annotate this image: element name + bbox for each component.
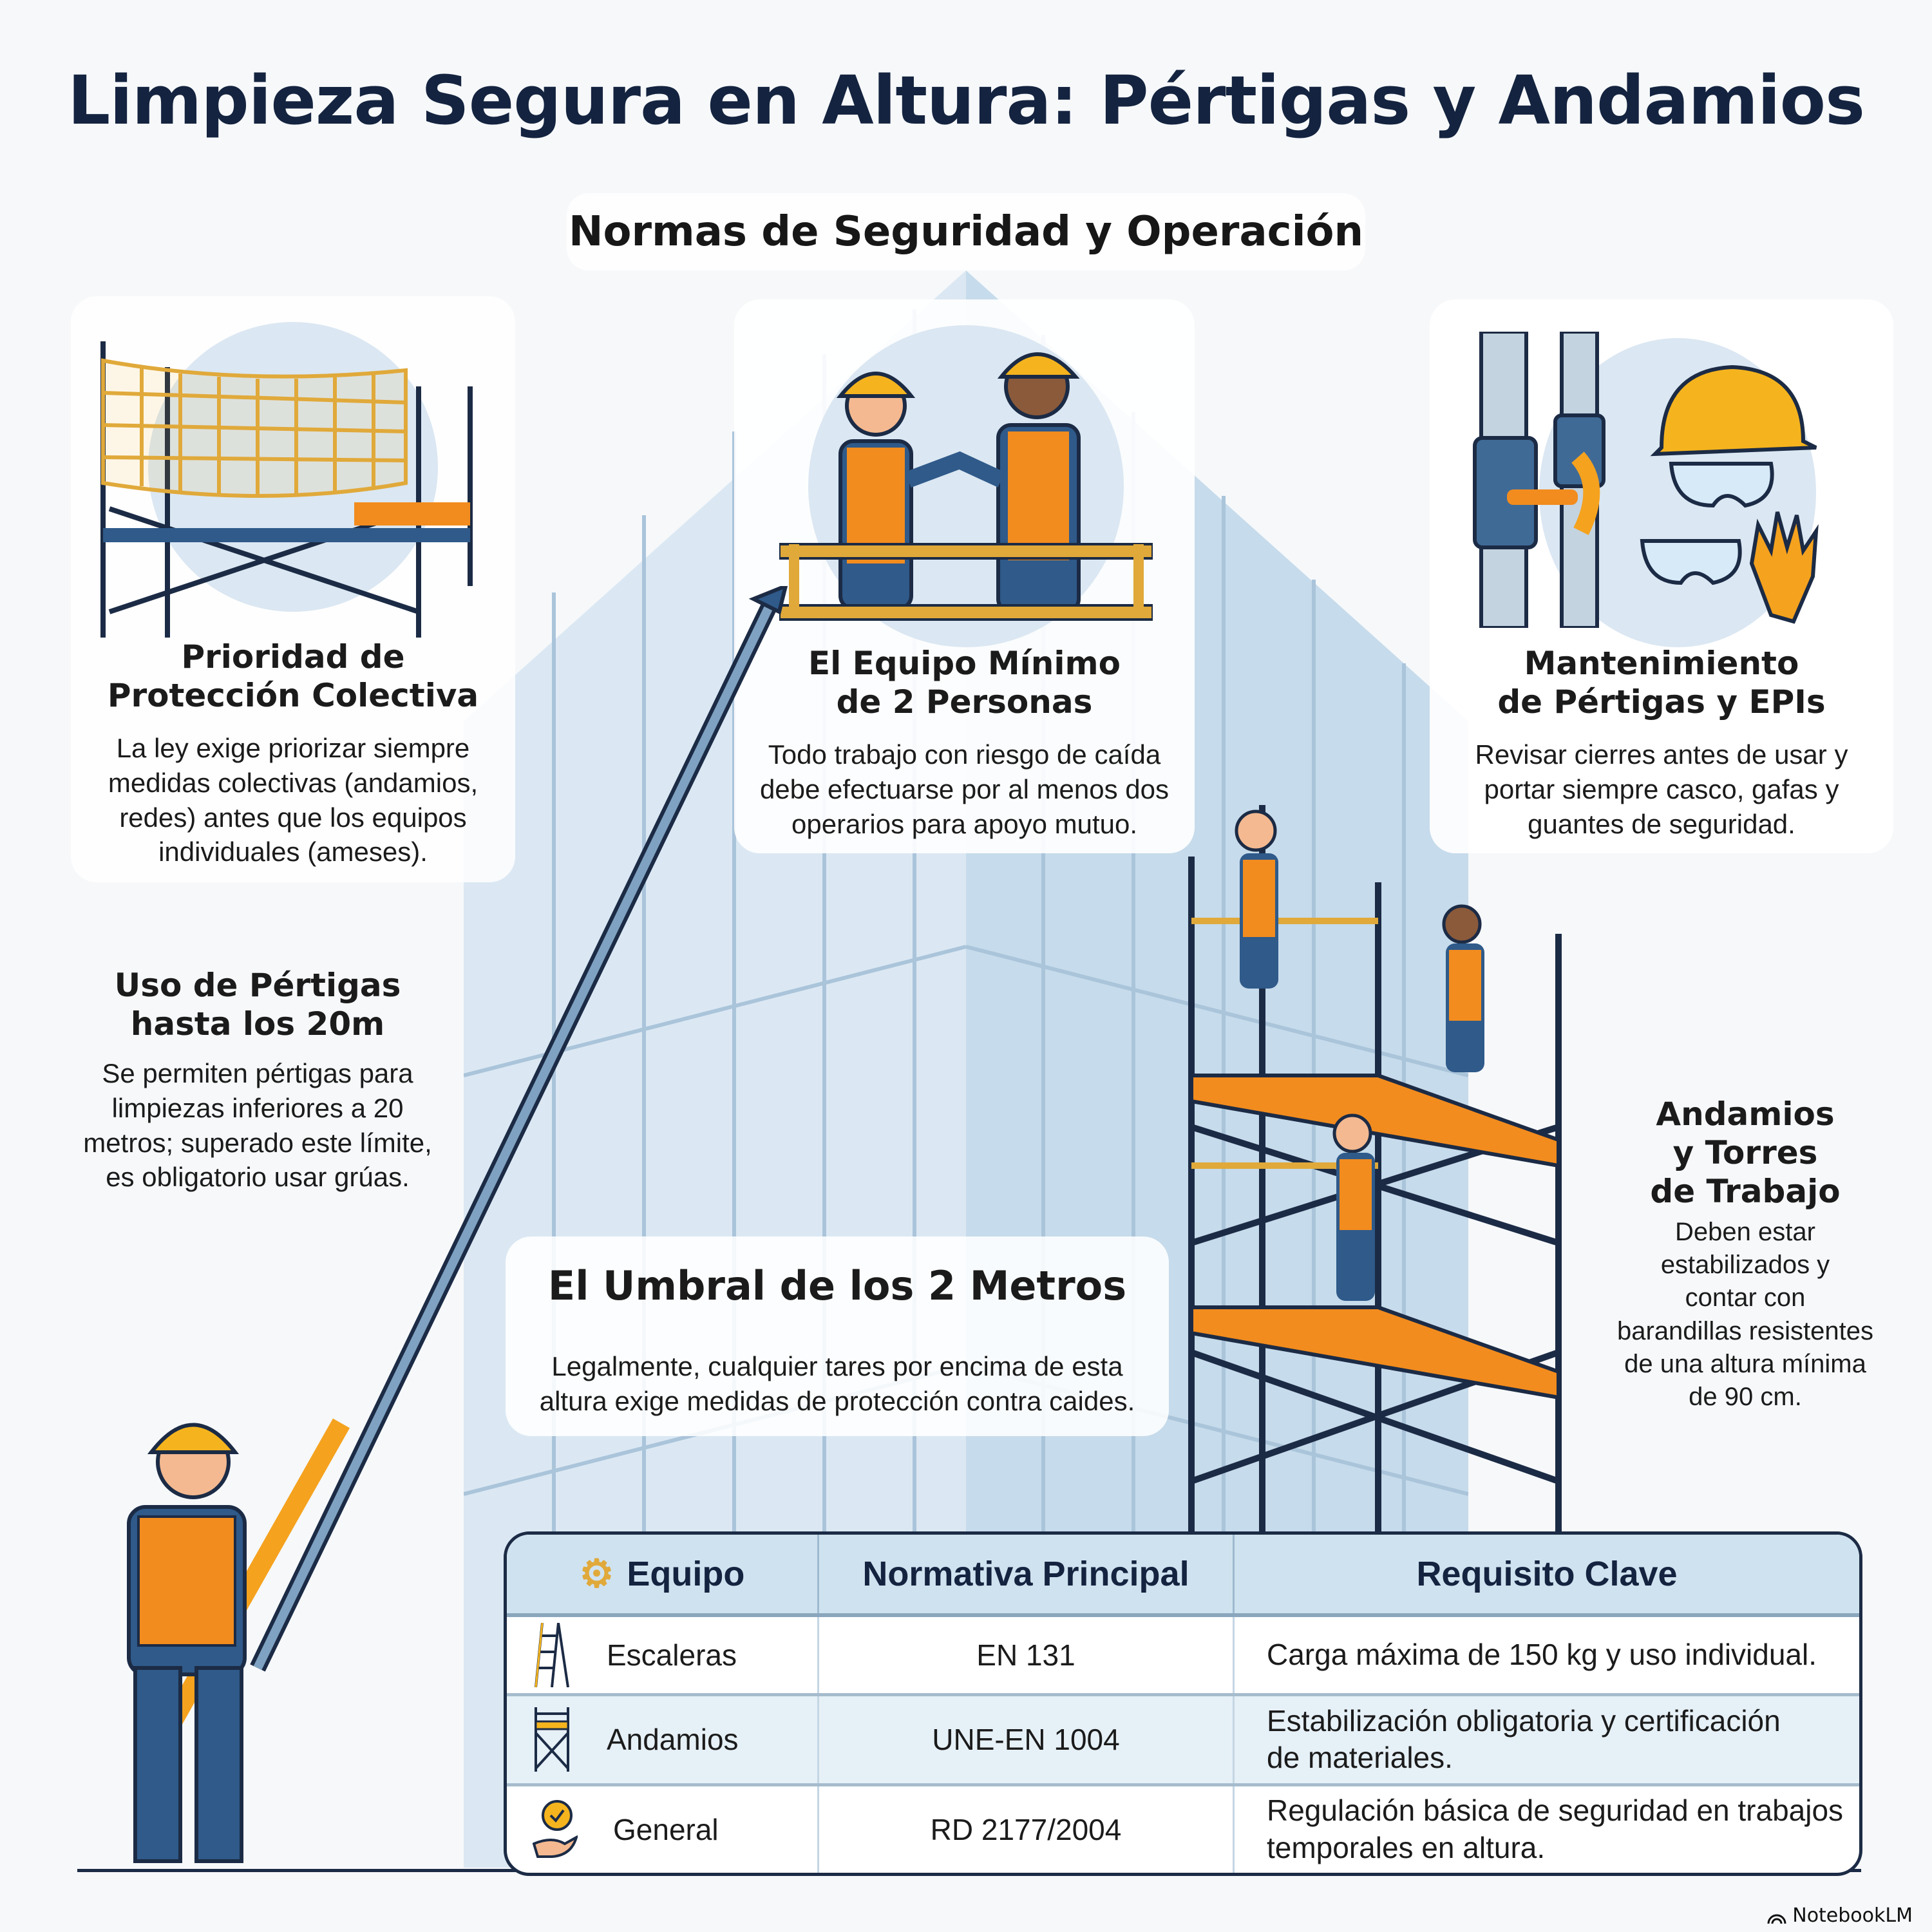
requirement-line: Estabilización obligatoria y certificaci… (1267, 1703, 1781, 1738)
worker-with-pole-icon (127, 586, 788, 1863)
regulations-table: ⚙ Equipo Normativa Principal Requisito C… (504, 1531, 1862, 1876)
card-text-line: debe efectuarse por al menos dos (759, 773, 1170, 804)
card-title-line: El Equipo Mínimo (808, 645, 1121, 682)
table-row: General RD 2177/2004 Regulación básica d… (507, 1785, 1859, 1873)
regulation-code: UNE-EN 1004 (818, 1694, 1235, 1786)
card-title: El Umbral de los 2 Metros (547, 1262, 1127, 1309)
safety-net-scaffold-icon (100, 341, 473, 638)
card-title-line: Protección Colectiva (107, 677, 479, 714)
two-workers-handshake-icon (779, 352, 1153, 621)
card-text-line: Deben estar (1675, 1218, 1815, 1246)
card-text-line: guantes de seguridad. (1528, 808, 1795, 839)
section-title: Normas de Seguridad y Operación (568, 208, 1364, 256)
card-text-line: limpiezas inferiores a 20 (111, 1092, 404, 1123)
card-text-line: Revisar cierres antes de usar y (1475, 739, 1848, 770)
scaffold-icon (535, 1707, 569, 1772)
card-title-line: Uso de Pértigas (114, 967, 401, 1004)
card-text-line: portar siempre casco, gafas y (1484, 773, 1839, 804)
requirement-line: Carga máxima de 150 kg y uso individual. (1267, 1638, 1817, 1672)
scaffold-tower-workers-icon (1188, 805, 1562, 1533)
card-scaffolds: Andamios y Torres de Trabajo Deben estar… (1591, 1095, 1900, 1414)
card-text-line: metros; superado este límite, (83, 1127, 432, 1158)
card-title-line: hasta los 20m (130, 1005, 385, 1043)
card-text-line: Todo trabajo con riesgo de caída (768, 739, 1161, 770)
card-text-line: de una altura mínima (1624, 1349, 1866, 1378)
equipment-name: General (613, 1812, 719, 1846)
card-title-line: de Trabajo (1650, 1173, 1841, 1210)
section-header: Normas de Seguridad y Operación (567, 193, 1365, 270)
requirement-line: temporales en altura. (1267, 1830, 1546, 1864)
requirement-line: Regulación básica de seguridad en trabaj… (1267, 1794, 1844, 1828)
card-title-line: y Torres (1672, 1134, 1818, 1171)
card-text-line: Se permiten pértigas para (102, 1058, 413, 1088)
brand-name: NotebookLM (1792, 1904, 1913, 1927)
column-header-requisito: Requisito Clave (1233, 1535, 1859, 1617)
notebooklm-logo-icon (1767, 1914, 1786, 1924)
card-text-line: operarios para apoyo mutuo. (791, 808, 1137, 839)
regulation-code: RD 2177/2004 (818, 1785, 1235, 1873)
card-title-line: Prioridad de (181, 638, 405, 676)
column-header-normativa: Normativa Principal (818, 1535, 1235, 1617)
card-maintenance: Mantenimiento de Pértigas y EPIs Revisar… (1430, 299, 1893, 853)
gear-icon: ⚙ (579, 1552, 614, 1595)
ladder-icon (535, 1622, 569, 1687)
card-title-line: Mantenimiento (1524, 645, 1799, 682)
equipment-name: Escaleras (607, 1638, 737, 1672)
card-text-line: La ley exige priorizar siempre (116, 733, 470, 763)
card-minimum-team: El Equipo Mínimo de 2 Personas Todo trab… (734, 299, 1195, 853)
card-text-line: redes) antes que los equipos (119, 802, 467, 833)
card-text-line: de 90 cm. (1689, 1382, 1802, 1411)
card-title-line: Andamios (1656, 1095, 1835, 1133)
card-text-line: Legalmente, cualquier tares por encima d… (551, 1351, 1123, 1381)
card-text-line: altura exige medidas de protección contr… (539, 1385, 1135, 1416)
card-text-line: individuales (ameses). (158, 837, 428, 867)
page-title: Limpieza Segura en Altura: Pértigas y An… (67, 61, 1865, 140)
card-poles: Uso de Pértigas hasta los 20m Se permite… (58, 966, 457, 1195)
card-text-line: medidas colectivas (andamios, (108, 767, 478, 798)
table-row: Escaleras EN 131 Carga máxima de 150 kg … (507, 1615, 1859, 1696)
hand-check-icon (533, 1799, 578, 1858)
notebooklm-watermark: NotebookLM (1766, 1904, 1913, 1927)
helmet-goggles-gloves-icon (1473, 332, 1819, 628)
card-2m-threshold: El Umbral de los 2 Metros Legalmente, cu… (506, 1236, 1169, 1436)
card-text-line: contar con (1685, 1283, 1806, 1312)
card-title-line: de 2 Personas (836, 683, 1093, 721)
card-title-line: de Pértigas y EPIs (1497, 683, 1826, 721)
equipment-name: Andamios (607, 1723, 739, 1757)
table-row: Andamios UNE-EN 1004 Estabilización obli… (507, 1694, 1859, 1786)
card-text-line: es obligatorio usar grúas. (106, 1162, 410, 1193)
column-header-equipo: ⚙ Equipo (507, 1535, 819, 1617)
card-collective-protection: Prioridad de Protección Colectiva La ley… (71, 296, 515, 882)
regulation-code: EN 131 (818, 1615, 1235, 1696)
card-text-line: barandillas resistentes (1617, 1316, 1873, 1345)
requirement-line: de materiales. (1267, 1741, 1453, 1775)
card-text-line: estabilizados y (1660, 1251, 1830, 1280)
